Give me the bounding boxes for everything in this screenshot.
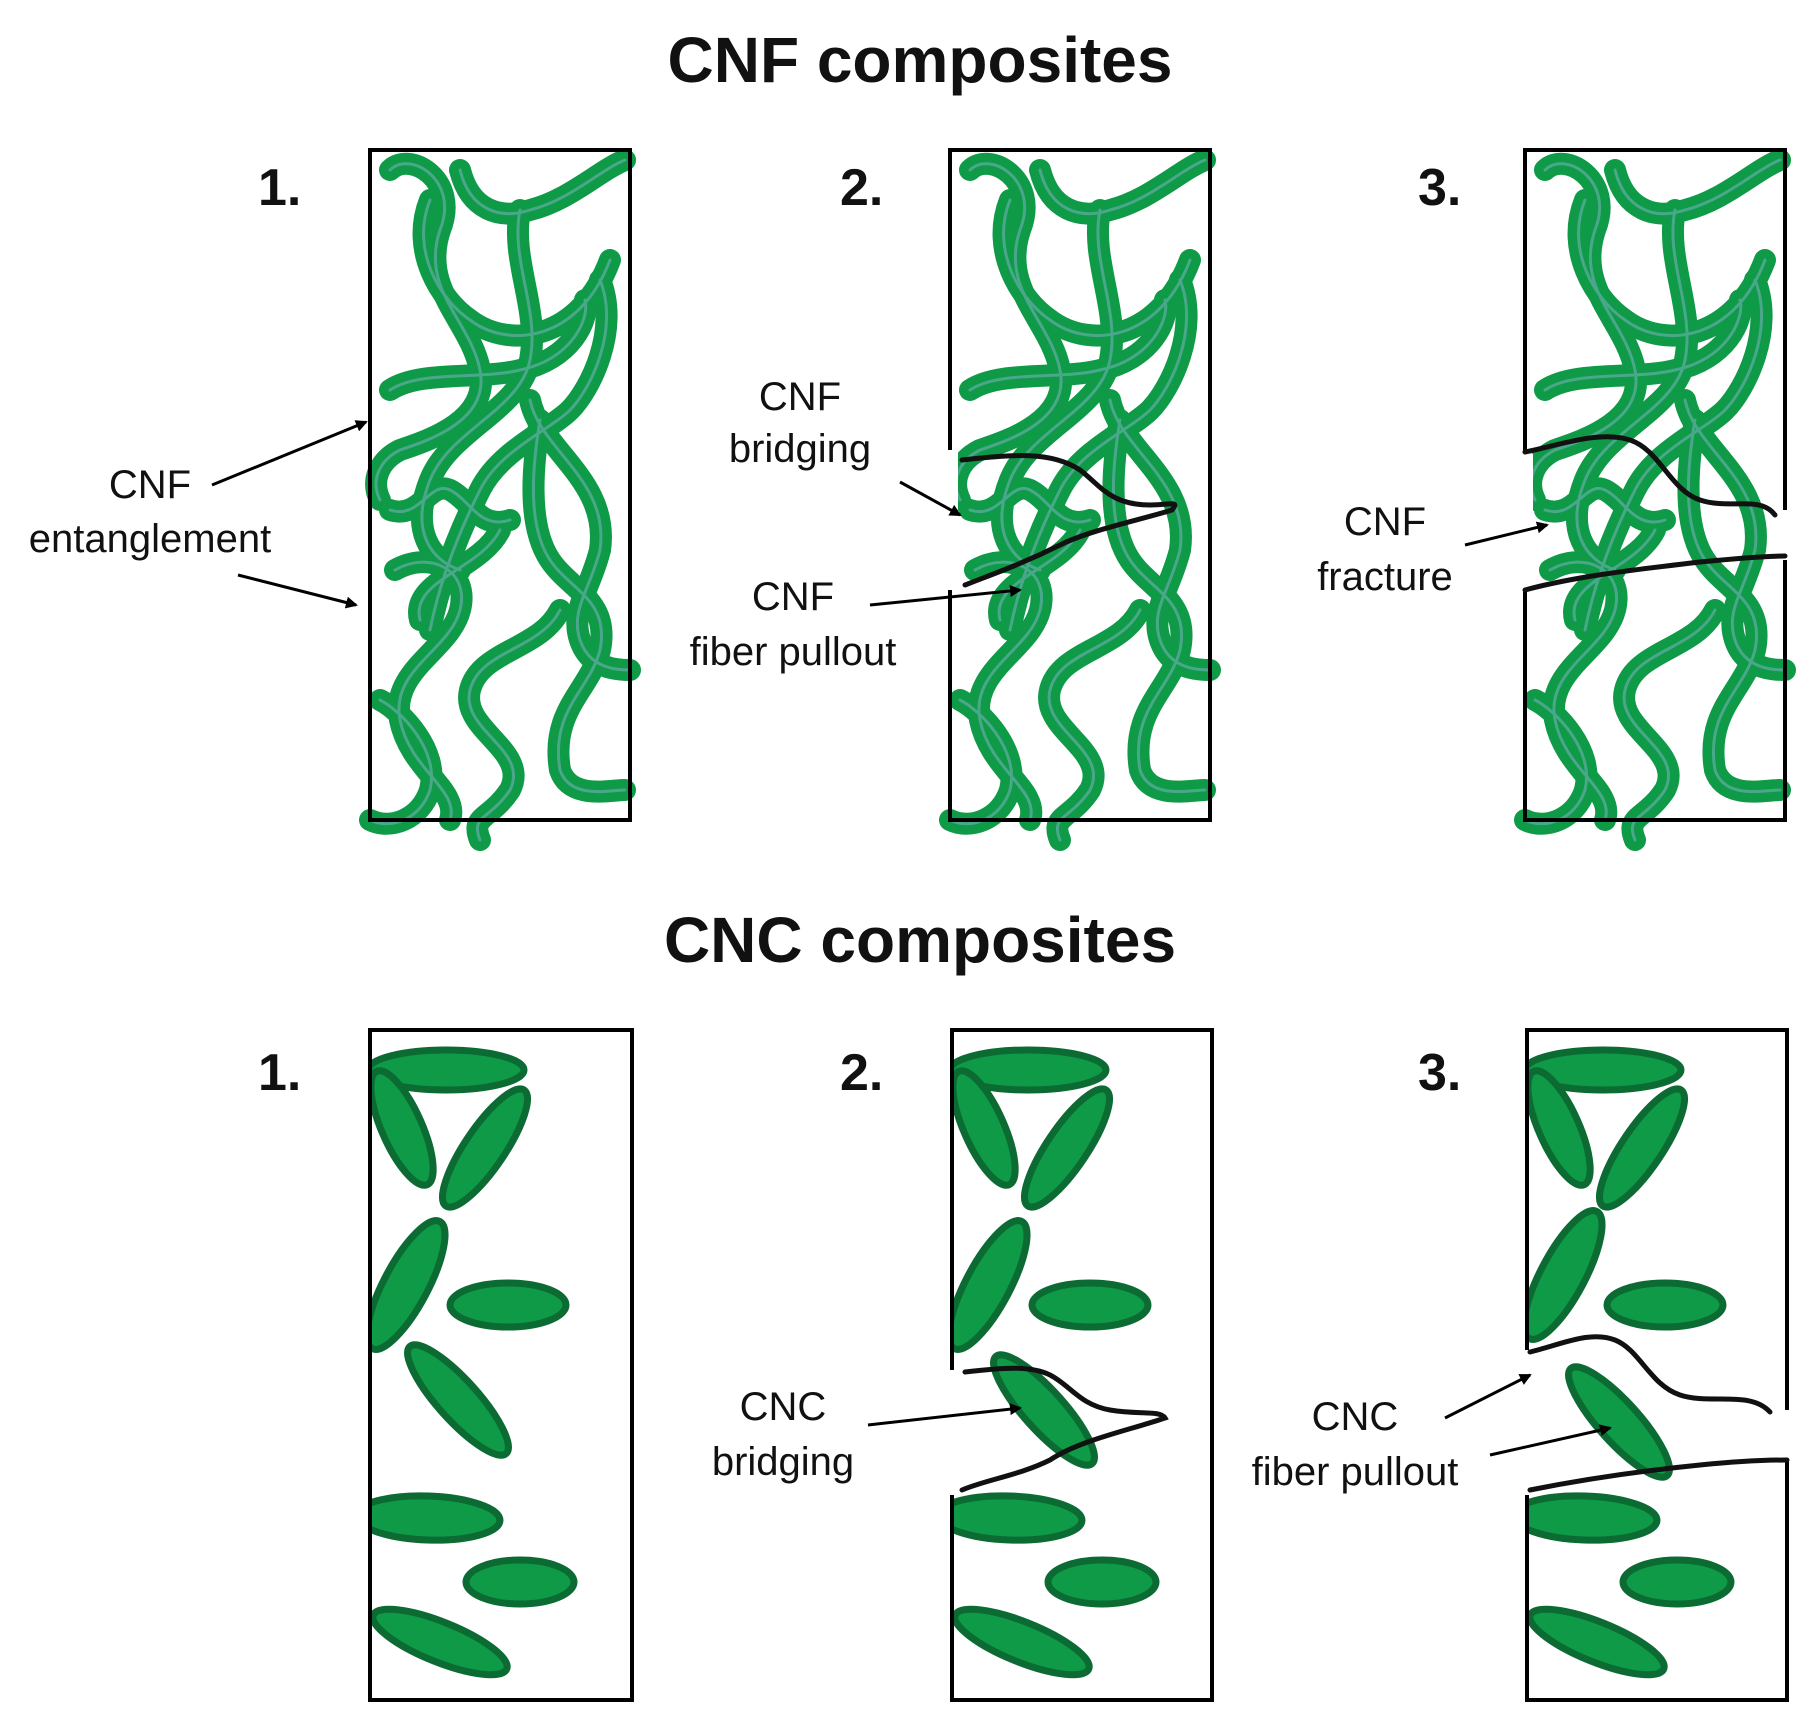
cnc-rod	[438, 1085, 532, 1211]
cnc-section-title: CNC composites	[664, 904, 1176, 976]
cnc-rod	[990, 1351, 1098, 1469]
cnf-section-title: CNF composites	[668, 24, 1173, 96]
cnc-rod	[370, 1605, 511, 1679]
cnc-bridging-label-line1: CNC	[740, 1385, 827, 1429]
cnf-bridging-arrow	[899, 480, 962, 517]
cnf-panel-1-frame	[368, 148, 632, 822]
cnf-step-1: 1.	[258, 159, 301, 217]
cnf-pullout-arrow	[869, 585, 1022, 607]
cnf-panel-1	[368, 148, 632, 840]
cnf-fracture-arrow	[1464, 521, 1549, 547]
cnc-rod	[462, 1556, 578, 1608]
cnc-rod	[1527, 1605, 1668, 1679]
cnf-panel-3-crack-upper	[1522, 434, 1778, 518]
cnc-panel-2-crack	[959, 1365, 1169, 1493]
cnc-rod	[1028, 1279, 1152, 1331]
cnc-pullout-arrow-upper	[1444, 1373, 1532, 1420]
cnf-entanglement-arrow-lower	[237, 573, 358, 609]
cnc-pullout-arrow-lower	[1489, 1424, 1612, 1457]
cnf-panel-3-frame	[1523, 148, 1787, 822]
cnf-bridging-label-line1: CNF	[759, 375, 841, 419]
cnc-rod	[370, 1067, 437, 1189]
cnc-step-1: 1.	[258, 1044, 301, 1102]
cnf-entanglement-arrow-upper	[211, 420, 368, 487]
cnc-panel-1	[368, 1028, 634, 1702]
cnf-step-2: 2.	[840, 159, 883, 217]
cnc-panel-2	[946, 1028, 1214, 1702]
cnc-rod	[1020, 1085, 1114, 1211]
cnc-rod	[1595, 1085, 1689, 1211]
cnc-panel-3-frame	[1525, 1028, 1789, 1702]
cnc-rod	[952, 1605, 1093, 1679]
cnc-rod	[1527, 1492, 1661, 1544]
cnf-panel-3-crack-lower	[1522, 553, 1788, 593]
cnc-bridging-arrow	[867, 1403, 1022, 1427]
cnf-fracture-label-line2: fracture	[1317, 555, 1453, 599]
cnf-entanglement-label-line2: entanglement	[29, 517, 271, 561]
cnc-rod	[952, 1046, 1110, 1094]
cnc-rod	[370, 1046, 528, 1094]
cnf-fracture-label-line1: CNF	[1344, 500, 1426, 544]
cnc-rod	[1527, 1046, 1685, 1094]
cnc-rod	[1044, 1556, 1160, 1608]
cnc-rod	[370, 1217, 449, 1353]
cnf-entanglement-label-line1: CNF	[109, 463, 191, 507]
cnc-rod	[952, 1067, 1019, 1189]
cnf-panel-2-frame	[948, 148, 1212, 822]
cnc-panel-1-frame	[368, 1028, 634, 1702]
cnc-pullout-label-line1: CNC	[1312, 1395, 1399, 1439]
cnc-panel-2-frame	[950, 1028, 1214, 1702]
cnc-pullout-label-line2: fiber pullout	[1252, 1450, 1459, 1494]
cnf-bridging-label-line2: bridging	[729, 427, 871, 471]
cnc-rod	[404, 1341, 512, 1459]
cnc-rod	[952, 1492, 1086, 1544]
cnc-step-3: 3.	[1418, 1044, 1461, 1102]
cnc-step-2: 2.	[840, 1044, 883, 1102]
cnf-step-3: 3.	[1418, 159, 1461, 217]
cnc-rod	[370, 1492, 504, 1544]
cnc-panel-3-crack-upper	[1527, 1334, 1773, 1415]
cnf-panel-2-crack	[959, 453, 1178, 588]
cnc-rod	[1619, 1556, 1735, 1608]
cnc-bridging-label-line2: bridging	[712, 1440, 854, 1484]
cnc-rod	[952, 1217, 1031, 1353]
cnc-rod	[1603, 1279, 1727, 1331]
cnc-panel-3-crack-lower	[1527, 1457, 1790, 1493]
cnc-rod	[446, 1279, 570, 1331]
cnf-pullout-label-line2: fiber pullout	[690, 630, 897, 674]
cnf-pullout-label-line1: CNF	[752, 575, 834, 619]
cnc-rod	[1527, 1067, 1594, 1189]
cnc-panel-3	[1521, 1028, 1795, 1702]
cnf-panel-3	[1519, 148, 1793, 840]
cnf-panel-2	[944, 148, 1212, 840]
cnc-rod	[1527, 1207, 1606, 1343]
